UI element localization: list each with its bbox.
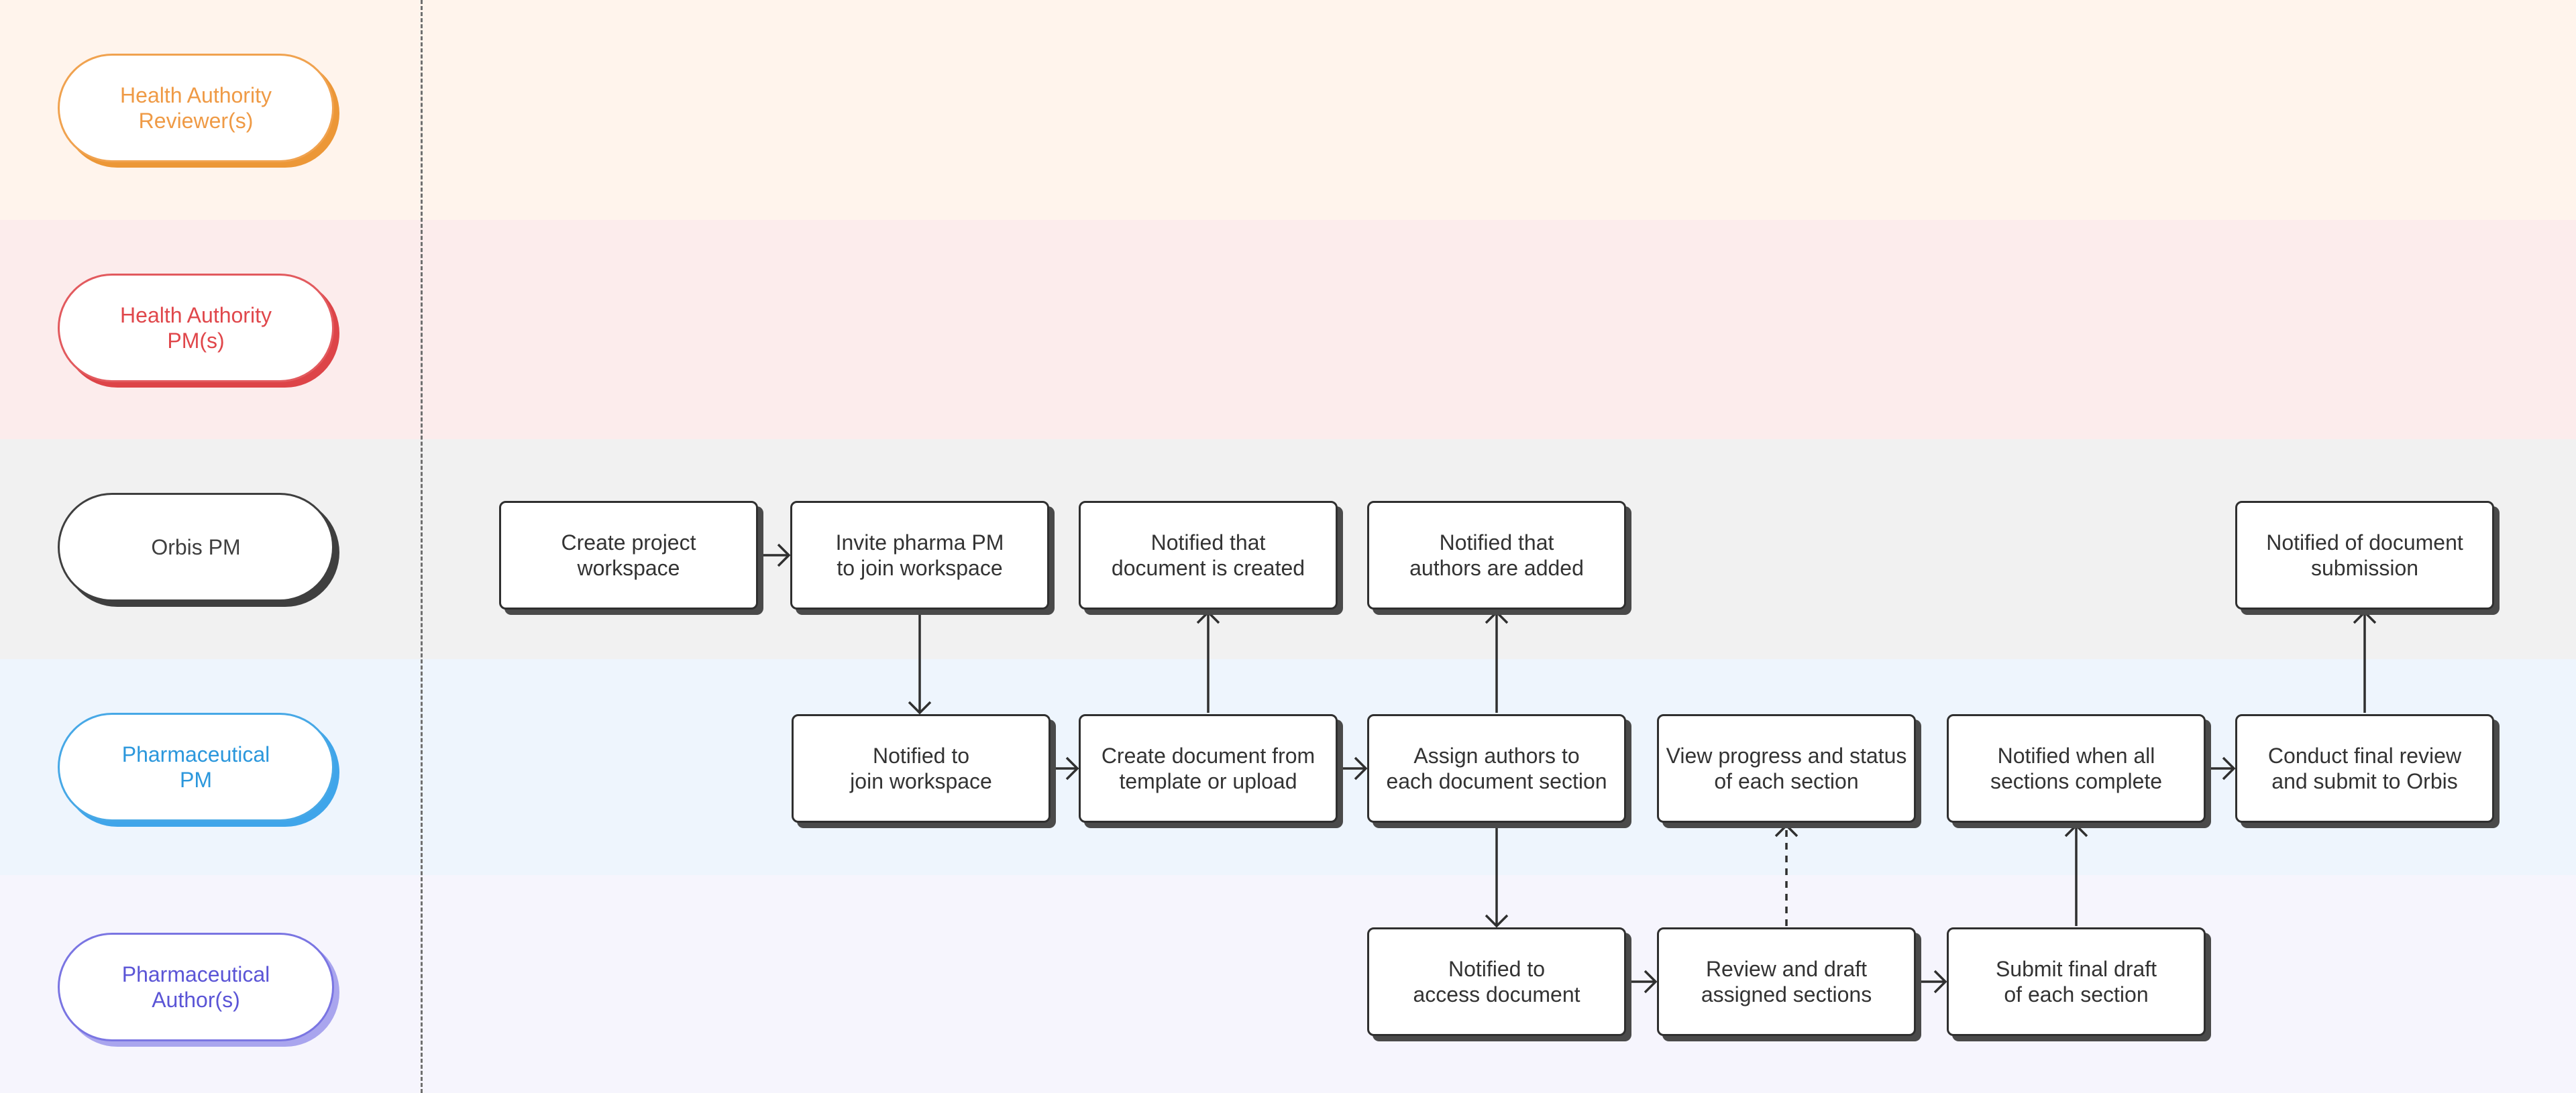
arrow-notified-access-document-to-review-draft-sections: [1629, 970, 1658, 994]
step-submit-final-draft: Submit final draft of each section: [1947, 927, 2206, 1036]
arrow-invite-pharma-pm-to-notified-join-workspace: [908, 612, 932, 715]
step-conduct-final-review: Conduct final review and submit to Orbis: [2235, 714, 2494, 823]
arrow-assign-authors-to-notified-authors-added: [1485, 610, 1509, 713]
arrow-conduct-final-review-to-notified-document-submission: [2353, 610, 2377, 713]
arrow-create-document-to-notified-document-created: [1196, 610, 1220, 713]
lane-divider: [421, 0, 423, 1093]
step-create-project-workspace: Create project workspace: [499, 501, 758, 610]
arrow-submit-final-draft-to-notified-sections-complete: [2064, 823, 2088, 926]
step-invite-pharma-pm: Invite pharma PM to join workspace: [790, 501, 1049, 610]
lane-band-health-authority-reviewer: [0, 0, 2576, 220]
step-view-progress: View progress and status of each section: [1657, 714, 1916, 823]
step-assign-authors: Assign authors to each document section: [1367, 714, 1626, 823]
lane-band-health-authority-pm: [0, 220, 2576, 439]
arrow-notified-join-workspace-to-create-document: [1053, 756, 1079, 781]
step-notified-access-document: Notified to access document: [1367, 927, 1626, 1036]
step-notified-authors-added: Notified that authors are added: [1367, 501, 1626, 610]
step-notified-sections-complete: Notified when all sections complete: [1947, 714, 2206, 823]
arrow-create-document-to-assign-authors: [1340, 756, 1368, 781]
arrow-notified-sections-complete-to-conduct-final-review: [2208, 756, 2236, 781]
arrow-review-draft-sections-to-view-progress: [1774, 823, 1799, 926]
step-notified-document-created: Notified that document is created: [1079, 501, 1338, 610]
lane-label-orbis-pm: Orbis PM: [58, 493, 334, 601]
step-notified-join-workspace: Notified to join workspace: [792, 714, 1051, 823]
lane-label-pharmaceutical-pm: Pharmaceutical PM: [58, 713, 334, 821]
lane-label-health-authority-reviewer: Health Authority Reviewer(s): [58, 54, 334, 162]
lane-label-health-authority-pm: Health Authority PM(s): [58, 274, 334, 382]
lane-label-pharmaceutical-author: Pharmaceutical Author(s): [58, 933, 334, 1041]
arrow-assign-authors-to-notified-access-document: [1485, 825, 1509, 928]
arrow-create-project-workspace-to-invite-pharma-pm: [761, 543, 791, 567]
step-create-document: Create document from template or upload: [1079, 714, 1338, 823]
arrow-review-draft-sections-to-submit-final-draft: [1919, 970, 1947, 994]
step-notified-document-submission: Notified of document submission: [2235, 501, 2494, 610]
step-review-draft-sections: Review and draft assigned sections: [1657, 927, 1916, 1036]
